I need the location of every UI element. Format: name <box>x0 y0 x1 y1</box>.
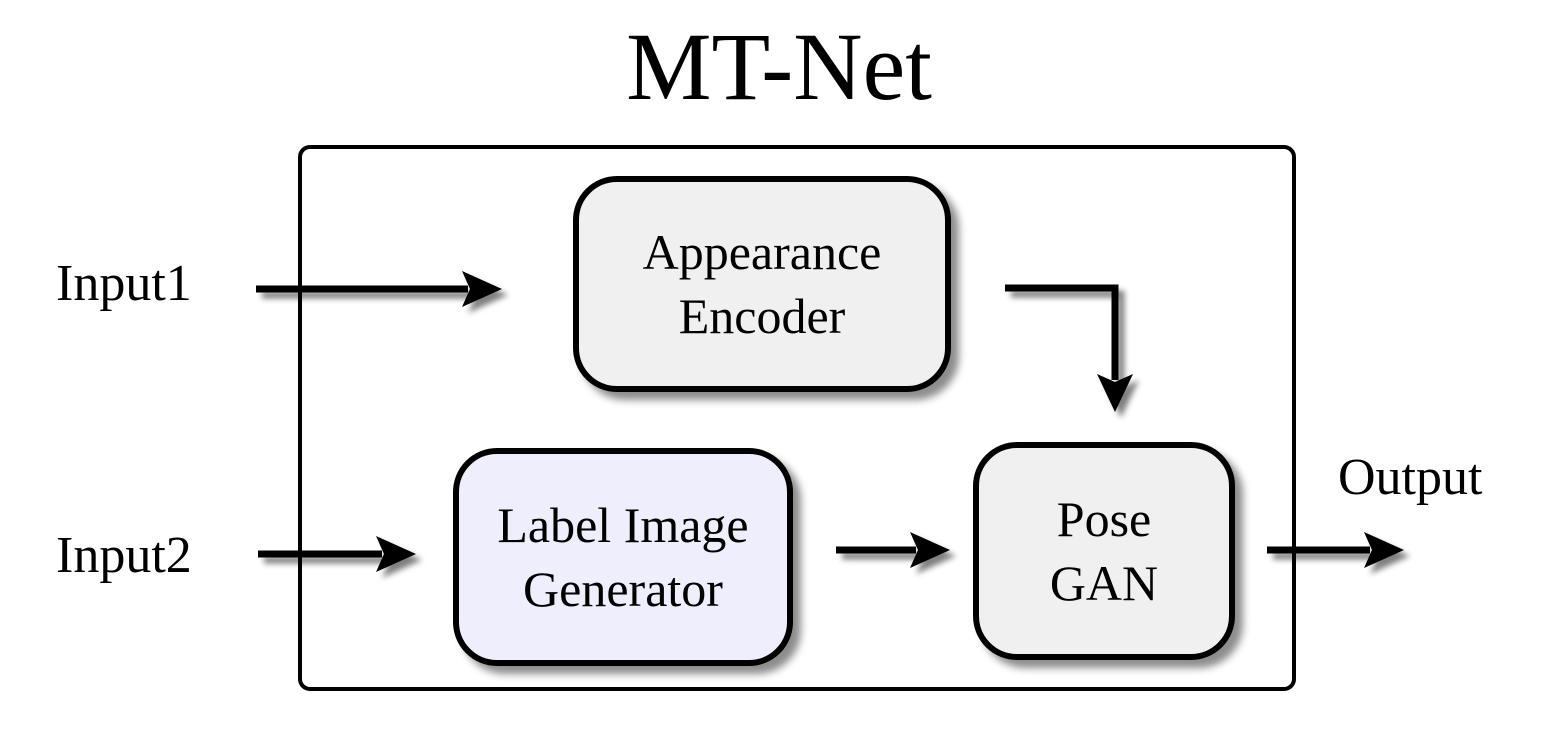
pose-gan-block: Pose GAN <box>973 442 1235 660</box>
appearance-encoder-block: Appearance Encoder <box>573 176 951 392</box>
input2-label: Input2 <box>56 527 192 584</box>
pose-gan-label-line1: Pose <box>1056 491 1152 547</box>
output-label: Output <box>1338 449 1483 506</box>
label-image-generator-label-line2: Generator <box>523 561 723 617</box>
diagram-title: MT-Net <box>626 13 932 120</box>
pose-gan-label-line2: GAN <box>1049 555 1159 611</box>
appearance-encoder-label-line1: Appearance <box>642 224 882 280</box>
label-image-generator-label-line1: Label Image <box>497 497 749 553</box>
label-image-generator-block: Label Image Generator <box>453 448 793 666</box>
appearance-encoder-label-line2: Encoder <box>678 288 846 344</box>
mt-net-container <box>298 145 1296 691</box>
input1-label: Input1 <box>56 255 192 312</box>
